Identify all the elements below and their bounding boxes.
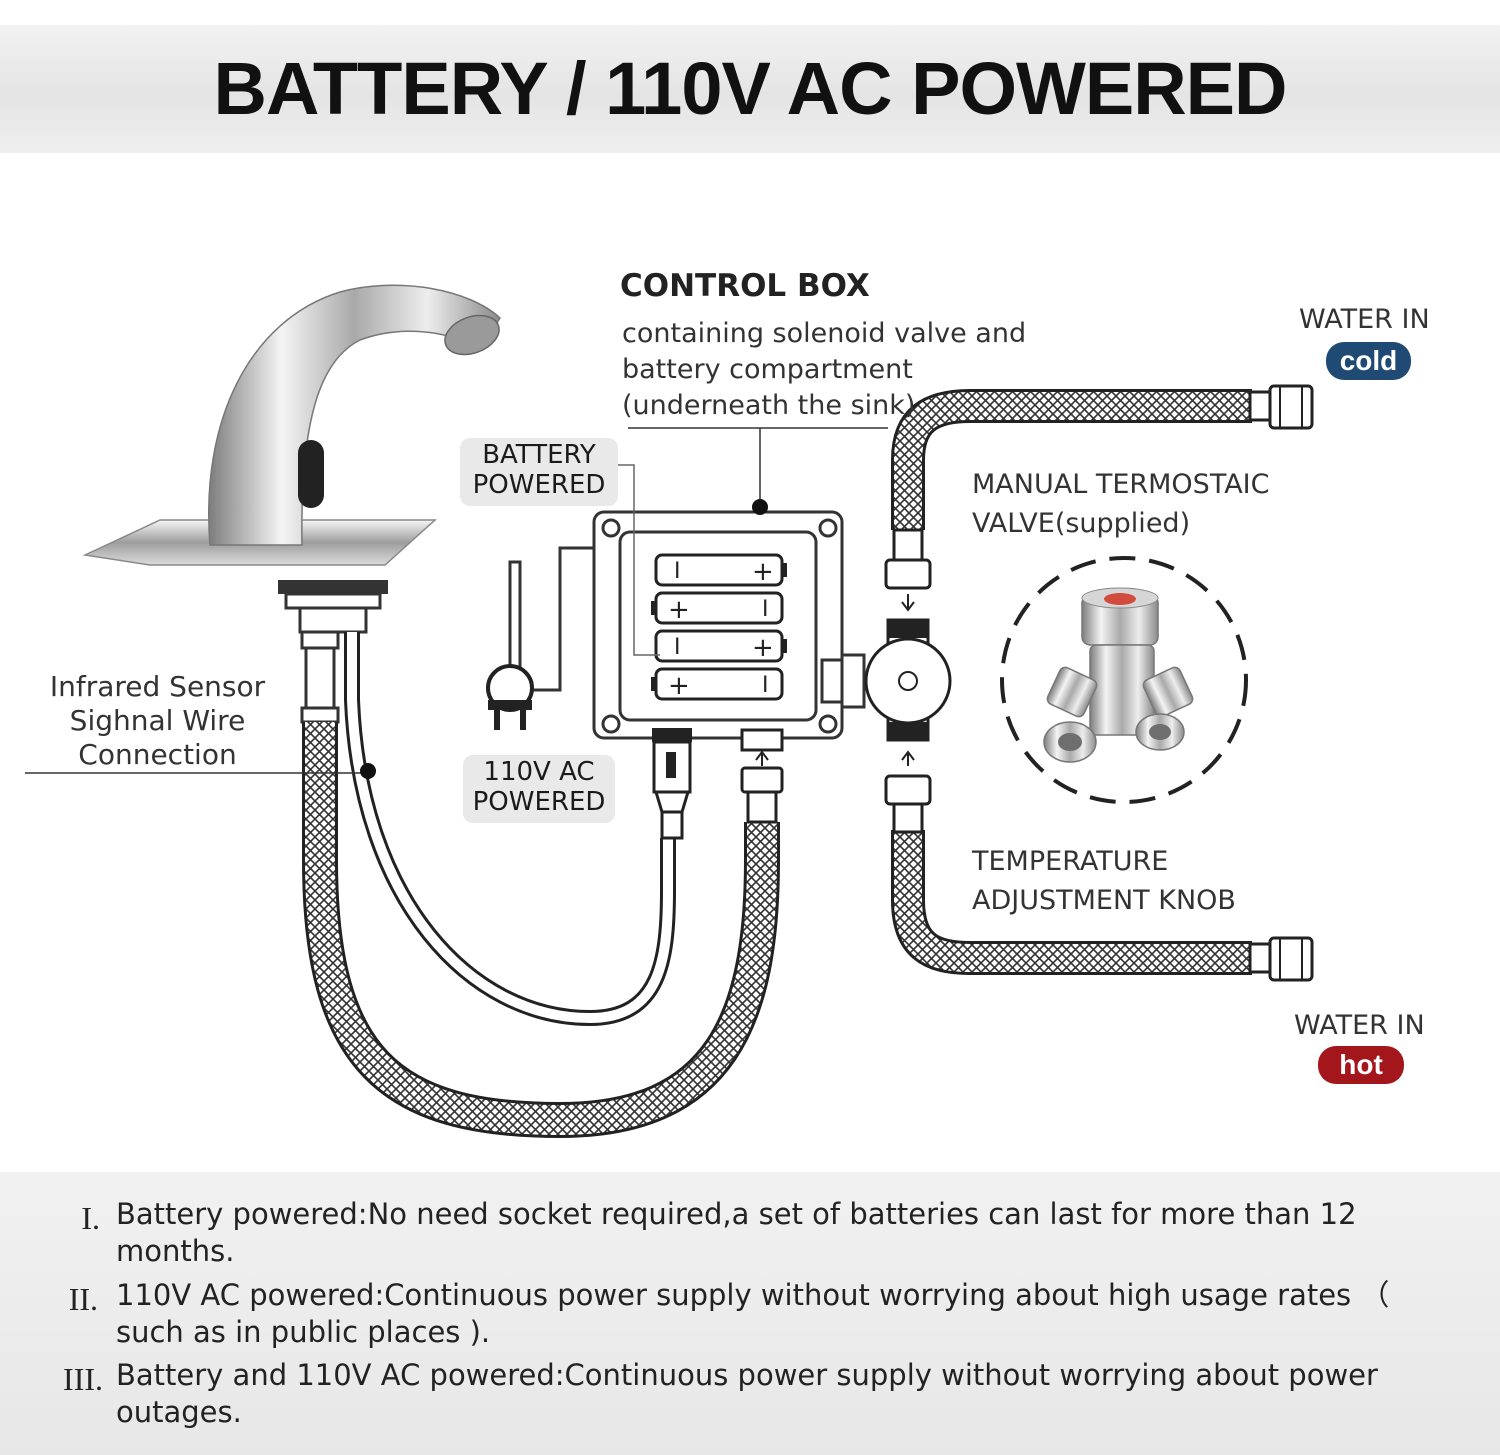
installation-diagram: I + + I I + + I: [25, 284, 1314, 1139]
battery-leader: [618, 464, 660, 656]
battery-icon: I +: [654, 553, 787, 587]
note-text: 110V AC powered:Continuous power supply …: [116, 1278, 1390, 1349]
control-box-desc-line: containing solenoid valve and: [622, 318, 1027, 349]
page-title: BATTERY / 110V AC POWERED: [213, 47, 1288, 130]
note-number: III.: [63, 1361, 103, 1397]
control-box-desc-line: (underneath the sink): [622, 390, 916, 421]
svg-text:+: +: [752, 557, 774, 587]
mixing-valve: [864, 618, 952, 742]
title-band: BATTERY / 110V AC POWERED: [0, 25, 1500, 153]
note-number: II.: [68, 1281, 98, 1317]
battery-pack: I + + I I + + I: [651, 553, 787, 701]
water-in-hot-label: WATER IN: [1294, 1010, 1425, 1041]
sensor-wire-line: Connection: [78, 738, 237, 771]
water-in-cold-label: WATER IN: [1299, 304, 1430, 335]
temp-knob-line: TEMPERATURE: [972, 846, 1169, 877]
svg-text:I: I: [762, 597, 769, 622]
sensor-wire-dot: [360, 763, 376, 779]
control-box-description: containing solenoid valve and battery co…: [622, 316, 1026, 424]
temp-knob-line: ADJUSTMENT KNOB: [972, 885, 1236, 916]
hot-badge: hot: [1318, 1046, 1404, 1084]
note-text: Battery and 110V AC powered:Continuous p…: [116, 1358, 1378, 1429]
hot-valve-fitting: [884, 750, 932, 834]
svg-text:+: +: [752, 633, 774, 663]
svg-text:+: +: [668, 595, 690, 625]
svg-text:I: I: [762, 673, 769, 698]
ac-powered-tag: 110V AC POWERED: [463, 755, 615, 823]
outlet-connector: [740, 728, 784, 824]
thermostatic-valve-icon: [1043, 587, 1194, 763]
sensor-wire-line: Infrared Sensor: [49, 670, 266, 703]
cold-valve-fitting: [884, 528, 932, 612]
note-number: I.: [81, 1200, 100, 1236]
control-box-title: CONTROL BOX: [620, 268, 870, 304]
infrared-sensor-icon: [298, 440, 324, 508]
svg-text:+: +: [668, 671, 690, 701]
battery-icon: + I: [651, 591, 784, 625]
battery-icon: + I: [651, 667, 784, 701]
ac-powered-line: POWERED: [472, 787, 606, 817]
notes-panel: I. Battery powered:No need socket requir…: [0, 1172, 1500, 1455]
svg-text:I: I: [674, 635, 681, 660]
control-box-desc-line: battery compartment: [622, 354, 913, 385]
faucet: [82, 284, 501, 566]
sensor-wire-line: Sighnal Wire: [69, 704, 246, 737]
cold-inlet-fitting: [1248, 384, 1314, 430]
battery-powered-tag: BATTERY POWERED: [460, 438, 618, 506]
thermostatic-valve-line: MANUAL TERMOSTAIC: [972, 469, 1270, 500]
battery-icon: I +: [654, 629, 787, 663]
battery-powered-line: POWERED: [472, 470, 606, 500]
hot-inlet-fitting: [1248, 936, 1314, 982]
thermostatic-valve-line: VALVE(supplied): [972, 508, 1191, 539]
power-plug-icon: [486, 664, 534, 730]
sensor-wire-label: Infrared Sensor Sighnal Wire Connection: [40, 670, 275, 772]
svg-text:I: I: [674, 559, 681, 584]
cold-badge: cold: [1326, 342, 1411, 380]
faucet-shank: [278, 580, 388, 724]
thermostatic-valve-label: MANUAL TERMOSTAIC VALVE(supplied): [972, 465, 1270, 543]
battery-powered-line: BATTERY: [482, 440, 596, 470]
control-box-dot: [752, 499, 768, 515]
ac-connector: [652, 728, 692, 840]
note-text: Battery powered:No need socket required,…: [116, 1197, 1357, 1268]
temp-knob-label: TEMPERATURE ADJUSTMENT KNOB: [972, 842, 1236, 920]
ac-powered-line: 110V AC: [483, 757, 595, 787]
